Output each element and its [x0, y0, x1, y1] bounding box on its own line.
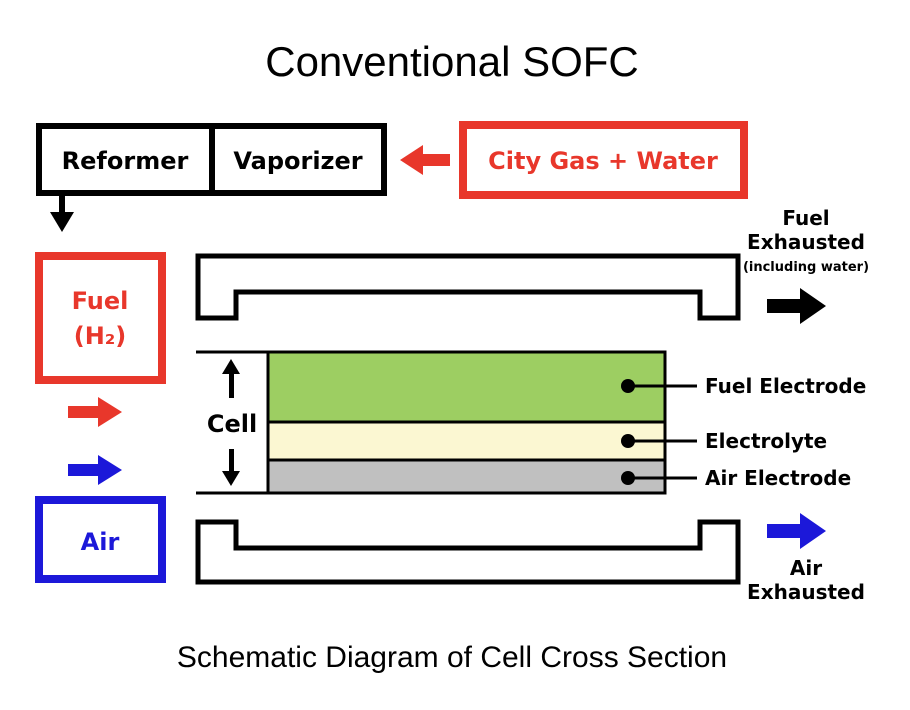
air-exhausted-label-2: Exhausted — [747, 580, 865, 604]
electrolyte-callout: Electrolyte — [621, 429, 827, 453]
fuel-electrode-label: Fuel Electrode — [705, 374, 866, 398]
air-box: Air — [35, 496, 166, 583]
air-exhausted-arrow-icon — [767, 513, 826, 549]
air-label: Air — [81, 528, 120, 556]
diagram-title: Conventional SOFC — [265, 38, 639, 85]
down-arrow-icon — [222, 449, 240, 486]
fuel-channel — [195, 253, 741, 321]
diagram-caption: Schematic Diagram of Cell Cross Section — [177, 641, 727, 674]
electrolyte-label: Electrolyte — [705, 429, 827, 453]
city-gas-water-box: City Gas + Water — [459, 121, 748, 199]
reformer-vaporizer-box: Reformer Vaporizer — [36, 123, 387, 196]
fuel-exhausted-label-2: Exhausted — [747, 230, 865, 254]
fuel-flow-arrow-icon — [68, 397, 122, 427]
air-electrode-layer — [266, 458, 667, 495]
cell-label: Cell — [207, 410, 257, 438]
vaporizer-label: Vaporizer — [233, 147, 362, 175]
up-arrow-icon — [222, 359, 240, 398]
fuel-box: Fuel (H₂) — [35, 252, 166, 384]
reformer-down-arrow-icon — [50, 193, 74, 232]
cell-dimension-indicator: Cell — [207, 359, 257, 486]
fuel-exhausted-arrow-icon — [767, 288, 826, 324]
electrolyte-layer — [266, 420, 667, 462]
fuel-electrode-layer — [266, 350, 667, 424]
air-channel — [195, 519, 741, 585]
fuel-h2-label: (H₂) — [74, 322, 127, 350]
air-exhausted-label-1: Air — [790, 556, 822, 580]
city-gas-water-label: City Gas + Water — [488, 147, 718, 175]
fuel-electrode-callout: Fuel Electrode — [621, 374, 866, 398]
air-electrode-label: Air Electrode — [705, 466, 851, 490]
air-exhausted-output: Air Exhausted — [747, 513, 865, 604]
fuel-exhausted-note: (including water) — [743, 260, 869, 275]
fuel-exhausted-output: Fuel Exhausted (including water) — [743, 206, 869, 324]
input-arrow-icon — [400, 145, 450, 175]
air-flow-arrow-icon — [68, 455, 122, 485]
fuel-exhausted-label-1: Fuel — [782, 206, 829, 230]
cell-stack — [266, 350, 667, 495]
fuel-label: Fuel — [72, 287, 129, 315]
air-electrode-callout: Air Electrode — [621, 466, 851, 490]
reformer-label: Reformer — [62, 147, 189, 175]
